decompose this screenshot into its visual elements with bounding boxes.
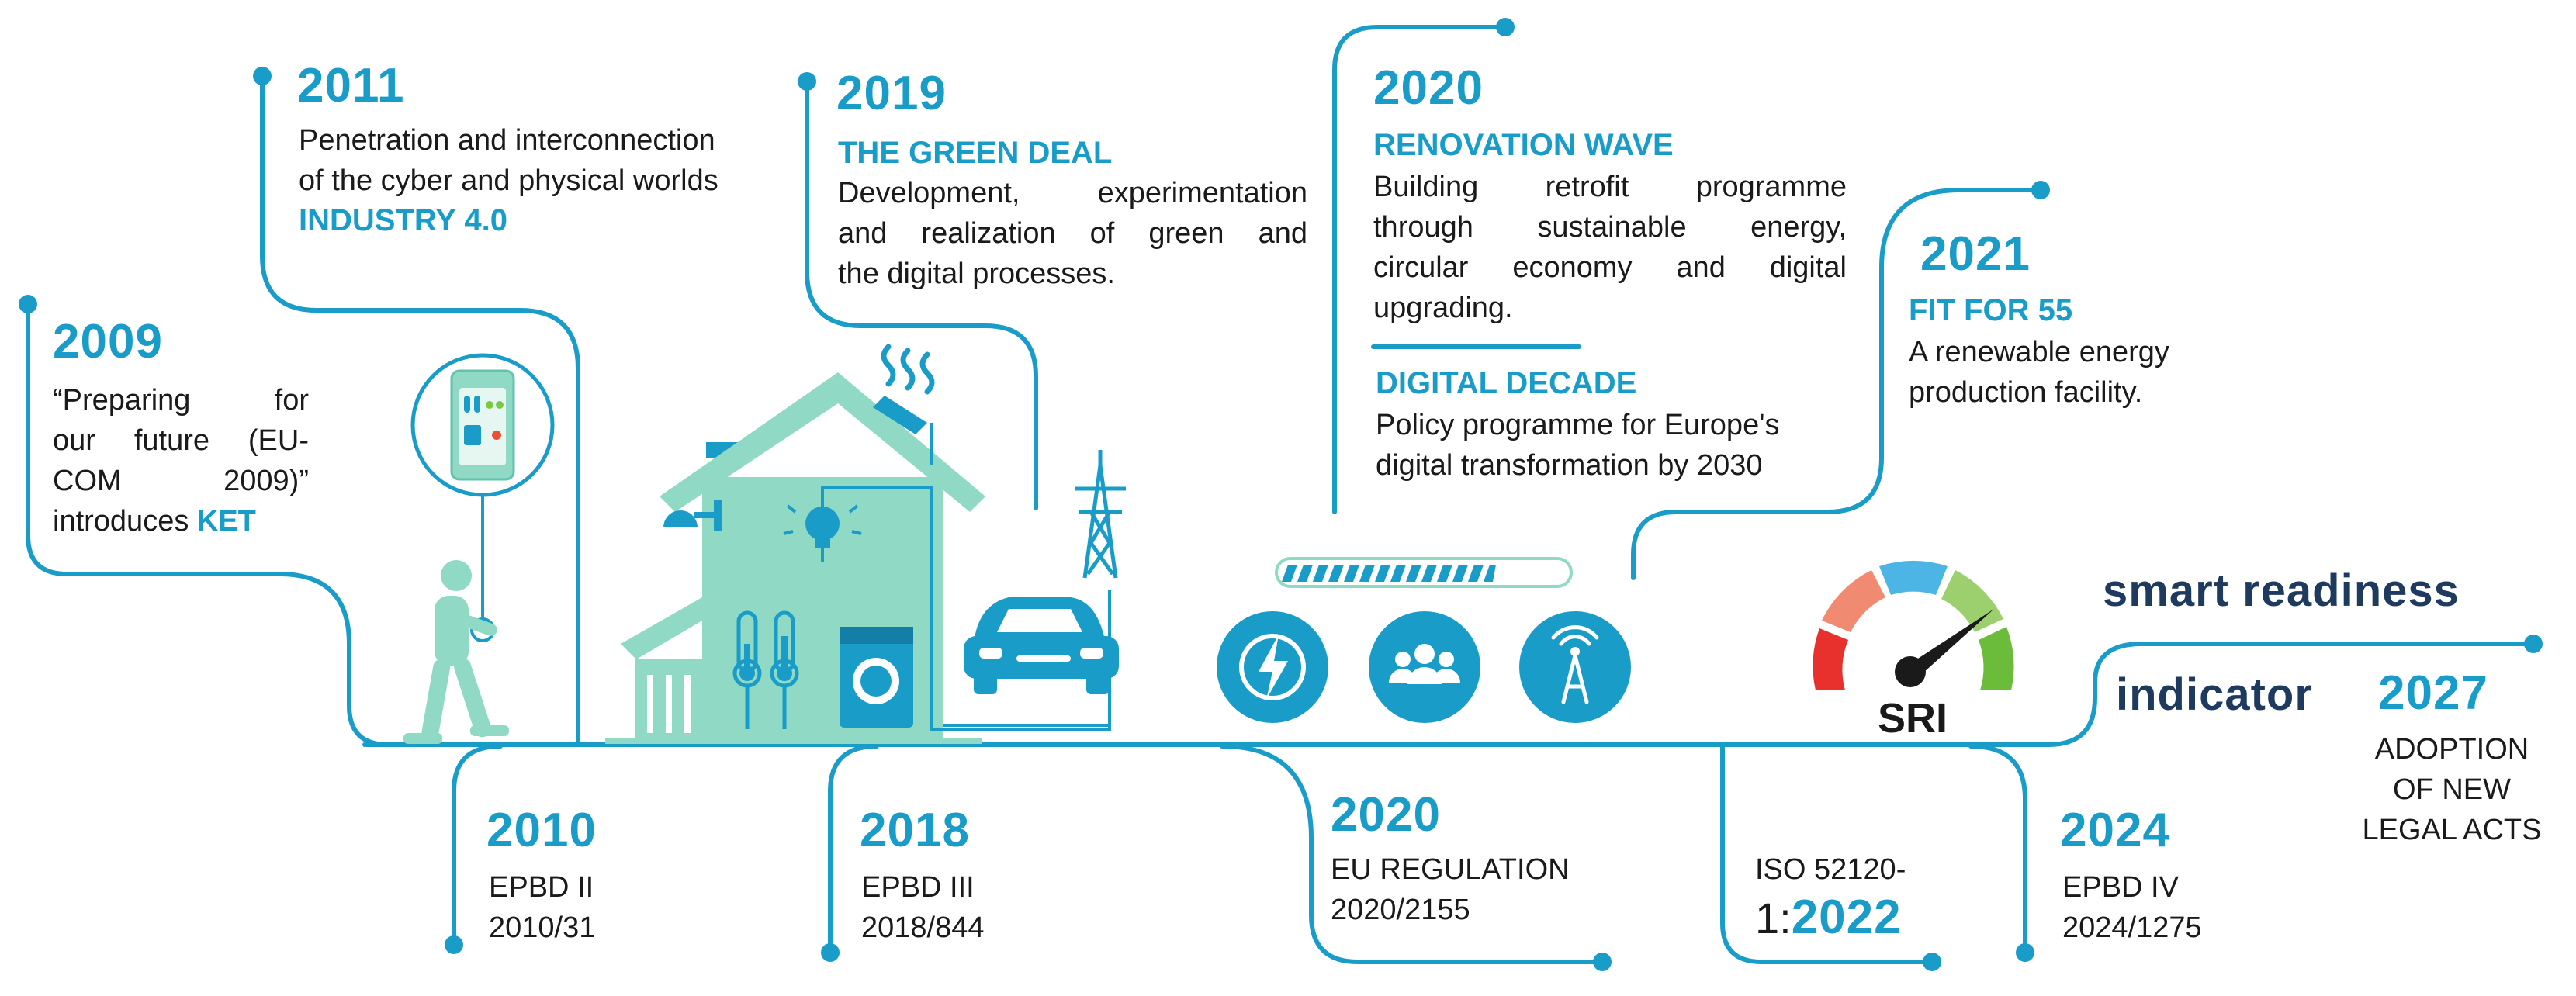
dot-2020-top <box>1496 18 1515 36</box>
sri-title-line2: indicator <box>2116 669 2313 720</box>
dot-2022 <box>1923 953 1941 971</box>
dot-2019 <box>798 72 816 91</box>
lightbulb-icon <box>783 487 862 548</box>
desc-2021: A renewable energy production facility. <box>1909 332 2281 413</box>
desc-rw-line4: upgrading. <box>1373 292 1513 324</box>
year-2011: 2011 <box>297 59 405 112</box>
desc-2009-line1: “Preparing for <box>53 384 309 417</box>
desc-2011-line1: Penetration and interconnection <box>299 124 715 157</box>
industry-40-highlight: INDUSTRY 4.0 <box>299 203 507 237</box>
year-2010: 2010 <box>486 804 597 857</box>
desc-2027-line3: LEGAL ACTS <box>2362 814 2542 846</box>
desc-2011: Penetration and interconnection of the c… <box>299 120 795 201</box>
year-2020-top: 2020 <box>1373 61 1484 115</box>
desc-2019: Development, experimentation and realiza… <box>838 173 1307 294</box>
desc-rw-line3: circular economy and digital <box>1373 251 1847 284</box>
dot-2011 <box>253 67 272 85</box>
green-deal-heading: THE GREEN DEAL <box>838 136 1113 170</box>
iso-prefix: 1: <box>1755 894 1792 942</box>
desc-2010-line2: 2010/31 <box>489 911 596 944</box>
desc-2019-line1: Development, experimentation <box>838 177 1307 209</box>
desc-2021-line1: A renewable energy <box>1909 336 2169 368</box>
lamp-icon <box>663 500 722 531</box>
connector-2019 <box>805 79 1038 510</box>
desc-2027-line1: ADOPTION <box>2374 733 2529 766</box>
connector-2020-top <box>1332 25 1508 514</box>
progress-bar-icon <box>1275 557 1573 588</box>
iso-line1: ISO 52120- <box>1755 853 1906 886</box>
desc-dd-line1: Policy programme for Europe's <box>1376 409 1780 441</box>
year-2019: 2019 <box>836 67 947 120</box>
year-2027: 2027 <box>2378 666 2488 720</box>
desc-rw-line2: through sustainable energy, <box>1373 211 1847 244</box>
connector-2024 <box>1968 744 2027 955</box>
desc-2018-line2: 2018/844 <box>861 911 985 944</box>
year-2022: 2022 <box>1791 891 1902 944</box>
desc-2009-line2: our future (EU- <box>53 424 309 457</box>
desc-2024-line2: 2024/1275 <box>2062 911 2202 944</box>
desc-2019-line3: the digital processes. <box>838 258 1115 290</box>
sri-gauge-icon <box>1813 560 2014 690</box>
ket-highlight: KET <box>196 505 256 538</box>
desc-2020b-line2: 2020/2155 <box>1331 894 1470 926</box>
desc-2020b-line1: EU REGULATION <box>1331 853 1570 886</box>
dot-2021 <box>2031 181 2050 199</box>
desc-dd-line2: digital transformation by 2030 <box>1376 449 1763 482</box>
year-2009: 2009 <box>53 315 163 368</box>
year-2020-bottom: 2020 <box>1331 788 1441 842</box>
connector-2018 <box>828 744 879 955</box>
desc-2019-line2: and realization of green and <box>838 217 1307 250</box>
desc-2009-introduces: introduces <box>53 505 197 538</box>
connector-2010 <box>452 744 503 947</box>
connector-2027 <box>2046 642 2536 747</box>
desc-2024-line1: EPBD IV <box>2062 871 2179 904</box>
fit-for-55-heading: FIT FOR 55 <box>1909 293 2073 327</box>
desc-2027: ADOPTION OF NEW LEGAL ACTS <box>2343 729 2560 850</box>
desc-2020-bottom: EU REGULATION 2020/2155 <box>1331 849 1570 930</box>
washing-machine-icon <box>840 627 913 728</box>
solar-panel-icon <box>873 344 935 434</box>
antenna-tower-icon <box>1519 611 1631 723</box>
community-icon <box>1369 611 1480 723</box>
year-2018: 2018 <box>860 804 970 857</box>
connector-2009 <box>26 302 390 747</box>
sri-title-line1: smart readiness <box>2103 565 2460 616</box>
desc-2009: “Preparing for our future (EU- COM 2009)… <box>53 380 309 541</box>
connector-2022 <box>1720 744 1934 964</box>
dot-2020-bottom <box>1593 953 1612 971</box>
desc-2010: EPBD II 2010/31 <box>489 867 595 948</box>
dot-2027 <box>2524 635 2543 653</box>
dot-2010 <box>445 935 463 954</box>
desc-2009-line4: introduces KET <box>53 501 309 541</box>
year-2021: 2021 <box>1920 227 2031 281</box>
smartphone-icon <box>410 353 555 642</box>
renovation-wave-heading: RENOVATION WAVE <box>1373 128 1674 162</box>
car-icon <box>964 597 1119 694</box>
desc-2010-line1: EPBD II <box>489 871 594 904</box>
digital-decade-heading: DIGITAL DECADE <box>1376 366 1637 400</box>
year-2024: 2024 <box>2060 804 2170 857</box>
desc-2018: EPBD III 2018/844 <box>861 867 985 948</box>
person-walking-icon <box>403 560 509 744</box>
desc-2021-line2: production facility. <box>1909 376 2143 409</box>
connector-2011 <box>260 74 580 747</box>
desc-2024: EPBD IV 2024/1275 <box>2062 867 2202 948</box>
dot-2024 <box>2016 943 2034 962</box>
desc-2011-line2: of the cyber and physical worlds <box>299 164 718 197</box>
iso-line2: 1:2022 <box>1755 891 1902 957</box>
desc-rw-line1: Building retrofit programme <box>1373 171 1847 203</box>
power-pylon-icon <box>1075 450 1126 579</box>
sri-gauge-label: SRI <box>1878 695 1948 742</box>
desc-2009-line3: COM 2009)” <box>53 465 309 497</box>
desc-digital-decade: Policy programme for Europe's digital tr… <box>1376 405 1857 486</box>
connector-2021 <box>1631 188 2043 580</box>
desc-2018-line1: EPBD III <box>861 871 975 904</box>
dot-2018 <box>821 943 840 962</box>
energy-bolt-icon <box>1217 611 1328 723</box>
desc-2027-line2: OF NEW <box>2393 773 2511 806</box>
dot-2009 <box>19 295 37 313</box>
desc-renovation-wave: Building retrofit programme through sust… <box>1373 167 1847 328</box>
connector-2020-bottom <box>1220 744 1605 964</box>
